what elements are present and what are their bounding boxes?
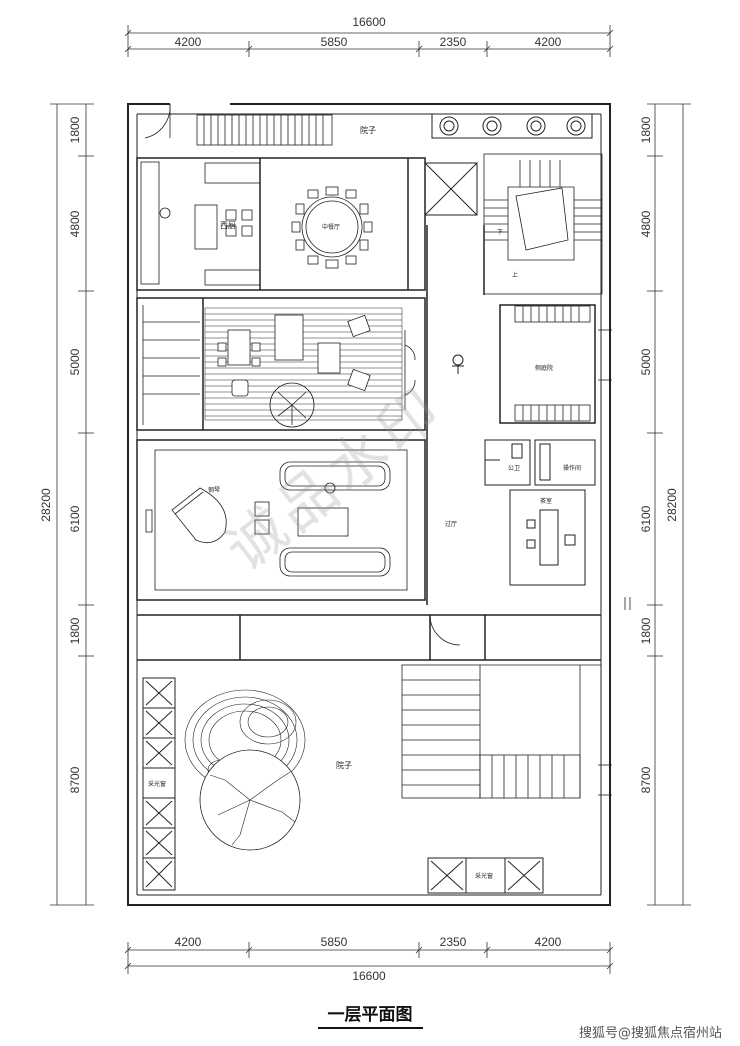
top-courtyard-label: 院子 <box>360 125 376 135</box>
right-dimension-6: 8700 <box>639 766 653 793</box>
skylight-label-bottom: 采光窗 <box>475 872 493 880</box>
right-total-dimension: 28200 <box>665 488 679 522</box>
bottom-courtyard-label: 院子 <box>336 760 352 770</box>
side-courtyard-planters <box>514 305 591 422</box>
dining-table <box>291 186 373 269</box>
side-doors <box>598 329 631 796</box>
stair-down-label: 下 <box>497 229 503 236</box>
lounge-walls <box>136 297 426 431</box>
central-corridor-walls <box>426 225 485 605</box>
left-dimensions <box>50 103 94 906</box>
lounge-doors <box>404 330 416 410</box>
kitchen-dining-walls <box>136 157 426 291</box>
bottom-dimension-2: 5850 <box>321 935 348 949</box>
right-dimension-1: 1800 <box>639 116 653 143</box>
right-dimension-2: 4800 <box>639 210 653 237</box>
top-dimensions <box>124 25 614 57</box>
stairwell <box>483 153 603 295</box>
elevator <box>424 162 478 216</box>
source-credit: 搜狐号@搜狐焦点宿州站 <box>578 1026 722 1041</box>
statue-icon <box>452 354 464 374</box>
right-dimensions <box>647 103 691 906</box>
right-dimension-4: 6100 <box>639 505 653 532</box>
lounge-steps <box>142 305 200 425</box>
right-dimension-5: 1800 <box>639 617 653 644</box>
lower-band-walls <box>137 614 601 661</box>
side-courtyard-walls <box>499 304 596 424</box>
top-total-dimension: 16600 <box>352 15 386 29</box>
lounge-furniture <box>217 314 371 397</box>
lounge-tree-icon <box>269 382 315 428</box>
top-dimension-1: 4200 <box>175 35 202 49</box>
tea-room <box>509 489 586 586</box>
stair-up-label: 上 <box>512 271 518 279</box>
zen-garden <box>184 689 306 851</box>
right-dimension-3: 5000 <box>639 348 653 375</box>
skylight-label-left: 采光窗 <box>148 780 166 788</box>
top-dimension-2: 5850 <box>321 35 348 49</box>
public-wc-label: 公卫 <box>508 465 520 472</box>
plan-title: 一层平面图 <box>0 1000 740 1029</box>
left-dimension-3: 5000 <box>68 348 82 375</box>
living-sofa-set <box>254 461 391 577</box>
left-dimension-1: 1800 <box>68 116 82 143</box>
piano-label: 钢琴 <box>208 486 220 494</box>
western-kitchen-label: 西厨 <box>220 221 236 230</box>
bottom-dimension-1: 4200 <box>175 935 202 949</box>
outer-walls <box>127 103 611 906</box>
bottom-dimensions <box>124 942 614 974</box>
left-dimension-4: 6100 <box>68 505 82 532</box>
tea-room-label: 茶室 <box>540 497 552 505</box>
corridor-hall-label: 过厅 <box>445 520 457 528</box>
top-dimension-3: 2350 <box>440 35 467 49</box>
public-wc <box>484 439 531 486</box>
left-skylight-strip <box>142 677 176 891</box>
left-dimension-2: 4800 <box>68 210 82 237</box>
piano-icon <box>145 487 227 544</box>
operation-room-label: 操作间 <box>563 464 581 472</box>
left-dimension-5: 1800 <box>68 617 82 644</box>
operation-room <box>534 439 596 486</box>
chinese-dining-label: 中餐厅 <box>322 223 340 231</box>
bottom-dimension-3: 2350 <box>440 935 467 949</box>
left-total-dimension: 28200 <box>39 488 53 522</box>
side-courtyard-label: 侧庭院 <box>535 364 553 372</box>
top-planters <box>431 113 593 139</box>
bottom-dimension-4: 4200 <box>535 935 562 949</box>
left-dimension-6: 8700 <box>68 766 82 793</box>
top-courtyard-grating <box>196 114 333 146</box>
living-walls <box>136 439 426 601</box>
bottom-courtyard-steps <box>401 664 601 799</box>
bottom-total-dimension: 16600 <box>352 969 386 983</box>
western-kitchen-counters <box>140 161 261 286</box>
plan-title-text: 一层平面图 <box>317 1005 423 1029</box>
entry-door <box>144 103 171 139</box>
top-dimension-4: 4200 <box>535 35 562 49</box>
bottom-skylight <box>427 857 544 894</box>
